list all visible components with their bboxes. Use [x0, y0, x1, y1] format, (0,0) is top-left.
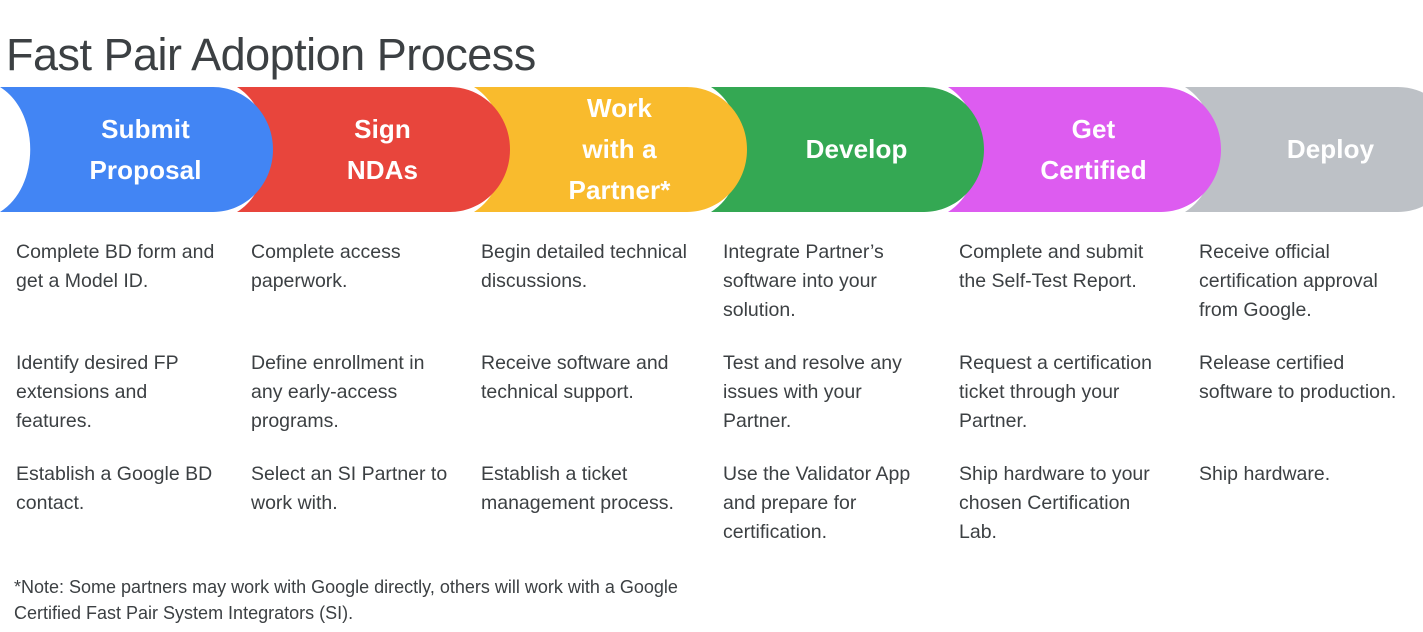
bullet-row: Release certified software to production…	[1199, 349, 1400, 460]
step-chevron-shape	[948, 87, 1221, 212]
bullet-text: Receive software and technical support.	[481, 352, 669, 403]
bullet-text: Complete access paperwork.	[251, 241, 401, 292]
step-chevron-shape	[237, 87, 510, 212]
process-step-submit-proposal[interactable]: Submit Proposal	[0, 87, 273, 212]
bullet-row: Receive software and technical support.	[481, 349, 689, 460]
bullet-row: Complete BD form and get a Model ID.	[16, 238, 215, 349]
process-step-get-certified[interactable]: Get Certified	[948, 87, 1221, 212]
bullet-row: Establish a ticket management process.	[481, 460, 689, 518]
bullet-column-3: Begin detailed technical discussions. Rec…	[474, 238, 711, 547]
bullet-row: Use the Validator App and prepare for ce…	[723, 460, 926, 547]
bullet-text: Integrate Partner’s software into your s…	[723, 241, 884, 321]
process-steps-band: Submit Proposal Sign NDAs Work with a Part…	[0, 87, 1423, 212]
step-label: Develop	[805, 134, 908, 164]
bullet-row: Ship hardware.	[1199, 460, 1400, 489]
bullet-text: Test and resolve any issues with your Pa…	[723, 352, 902, 432]
bullet-column-5: Complete and submit the Self-Test Report…	[948, 238, 1185, 547]
step-label: Deploy	[1286, 134, 1375, 164]
footnote: *Note: Some partners may work with Googl…	[14, 577, 678, 623]
bullet-row: Receive official certification approval …	[1199, 238, 1400, 349]
bullet-text: Define enrollment in any early-access pr…	[251, 352, 425, 432]
bullet-row: Select an SI Partner to work with.	[251, 460, 452, 518]
step-label: Submit Proposal	[89, 113, 202, 185]
process-step-sign-ndas[interactable]: Sign NDAs	[237, 87, 510, 212]
bullet-text: Request a certification ticket through y…	[959, 352, 1152, 432]
step-chevron-shape	[474, 87, 747, 212]
step-chevron-shape	[1185, 87, 1423, 212]
bullet-text: Establish a ticket management process.	[481, 463, 674, 514]
step-label: Sign NDAs	[346, 113, 419, 185]
step-label: Work with a Partner*	[568, 93, 671, 205]
step-chevron-shape	[711, 87, 984, 212]
bullet-text: Begin detailed technical discussions.	[481, 241, 687, 292]
bullet-text: Use the Validator App and prepare for ce…	[723, 463, 911, 543]
bullet-column-6: Receive official certification approval …	[1185, 238, 1422, 547]
step-chevron-shape	[0, 87, 273, 212]
bullet-column-1: Complete BD form and get a Model ID. Iden…	[0, 238, 237, 547]
bullet-row: Define enrollment in any early-access pr…	[251, 349, 452, 460]
bullet-row: Ship hardware to your chosen Certificati…	[959, 460, 1163, 547]
bullet-row: Request a certification ticket through y…	[959, 349, 1163, 460]
bullet-text: Ship hardware.	[1199, 463, 1331, 485]
bullet-text: Release certified software to production…	[1199, 352, 1397, 403]
bullet-text: Complete and submit the Self-Test Report…	[959, 241, 1144, 292]
page-title: Fast Pair Adoption Process	[6, 29, 536, 81]
bullet-text: Receive official certification approval …	[1199, 241, 1378, 321]
bullet-text: Identify desired FP extensions and featu…	[16, 352, 179, 432]
bullet-row: Identify desired FP extensions and featu…	[16, 349, 215, 460]
bullet-row: Establish a Google BD contact.	[16, 460, 215, 518]
bullet-text: Select an SI Partner to work with.	[251, 463, 448, 514]
bullet-row: Complete and submit the Self-Test Report…	[959, 238, 1163, 349]
process-step-develop[interactable]: Develop	[711, 87, 984, 212]
bullet-row: Integrate Partner’s software into your s…	[723, 238, 926, 349]
process-step-work-with-a-partner[interactable]: Work with a Partner*	[474, 87, 747, 212]
bullet-column-2: Complete access paperwork. Define enrollm…	[237, 238, 474, 547]
bullet-row: Begin detailed technical discussions.	[481, 238, 689, 349]
bullet-row: Complete access paperwork.	[251, 238, 452, 349]
bullet-text: Establish a Google BD contact.	[16, 463, 213, 514]
bullet-text: Ship hardware to your chosen Certificati…	[959, 463, 1150, 543]
bullet-row: Test and resolve any issues with your Pa…	[723, 349, 926, 460]
bullet-column-4: Integrate Partner’s software into your s…	[711, 238, 948, 547]
bullet-text: Complete BD form and get a Model ID.	[16, 241, 215, 292]
step-label: Get Certified	[1040, 113, 1147, 185]
bullet-columns: Complete BD form and get a Model ID. Iden…	[0, 238, 1423, 547]
process-step-deploy[interactable]: Deploy	[1185, 87, 1423, 212]
